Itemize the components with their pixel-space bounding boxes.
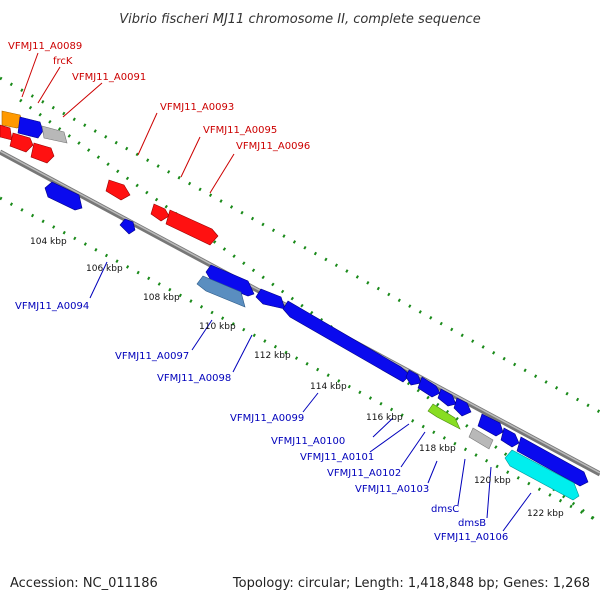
gene-frcK <box>41 125 68 144</box>
forward-leaders <box>21 52 235 194</box>
label-dmsC: dmsC <box>431 504 459 515</box>
label-VFMJ11_A0089: VFMJ11_A0089 <box>8 41 82 52</box>
label-frcK: frcK <box>53 56 73 67</box>
outer-dotted-band-1 <box>0 76 600 414</box>
gene-A0102 <box>437 388 457 407</box>
label-VFMJ11_A0099: VFMJ11_A0099 <box>230 413 304 424</box>
label-VFMJ11_A0093: VFMJ11_A0093 <box>160 102 234 113</box>
gene-A0097 <box>205 264 255 297</box>
reverse-strand-genes <box>44 181 589 501</box>
gene-A0103 <box>453 397 472 417</box>
label-VFMJ11_A0097: VFMJ11_A0097 <box>115 351 189 362</box>
gene-A0097-steel <box>196 275 246 308</box>
gene-A0101 <box>417 376 441 398</box>
forward-strand-genes <box>0 110 219 246</box>
gene-blue-120 <box>500 427 520 448</box>
label-VFMJ11_A0091: VFMJ11_A0091 <box>72 72 146 83</box>
label-VFMJ11_A0103: VFMJ11_A0103 <box>355 484 429 495</box>
gene-red-1 <box>0 124 13 141</box>
gene-blue-long <box>516 436 589 487</box>
gene-A0089 <box>17 116 44 139</box>
gene-red-2 <box>9 132 34 153</box>
label-VFMJ11_A0095: VFMJ11_A0095 <box>203 125 277 136</box>
tick-label-104: 104 kbp <box>30 237 67 247</box>
label-VFMJ11_A0094: VFMJ11_A0094 <box>15 301 89 312</box>
summary-text: Topology: circular; Length: 1,418,848 bp… <box>232 576 590 591</box>
gene-A0099 <box>282 300 411 383</box>
reverse-gene-labels: VFMJ11_A0094 VFMJ11_A0097 VFMJ11_A0098 V… <box>15 301 508 543</box>
gene-A0095 <box>150 203 170 222</box>
tick-label-116: 116 kbp <box>366 413 403 423</box>
inner-dotted-band <box>0 196 600 524</box>
gene-A0096 <box>165 209 219 246</box>
label-VFMJ11_A0096: VFMJ11_A0096 <box>236 141 310 152</box>
gene-A0094 <box>119 218 136 235</box>
scale-labels: 104 kbp 106 kbp 108 kbp 110 kbp 112 kbp … <box>30 237 564 519</box>
gene-A0098 <box>255 288 286 310</box>
tick-label-106: 106 kbp <box>86 264 123 274</box>
tick-label-112: 112 kbp <box>254 351 291 361</box>
gene-A0093 <box>105 179 131 201</box>
tick-label-114: 114 kbp <box>310 382 347 392</box>
tick-label-120: 120 kbp <box>474 476 511 486</box>
gene-green <box>427 403 461 430</box>
label-VFMJ11_A0102: VFMJ11_A0102 <box>327 468 401 479</box>
gene-A0100 <box>405 369 422 386</box>
map-title: Vibrio fischeri MJ11 chromosome II, comp… <box>119 12 480 27</box>
gene-blue-104 <box>44 181 83 211</box>
tick-label-110: 110 kbp <box>199 322 236 332</box>
forward-gene-labels: VFMJ11_A0089 frcK VFMJ11_A0091 VFMJ11_A0… <box>8 41 310 152</box>
accession-text: Accession: NC_011186 <box>10 576 158 591</box>
label-VFMJ11_A0100: VFMJ11_A0100 <box>271 436 345 447</box>
tick-label-118: 118 kbp <box>419 444 456 454</box>
label-dmsB: dmsB <box>458 518 486 529</box>
gene-red-3 <box>30 142 55 164</box>
tick-label-122: 122 kbp <box>527 509 564 519</box>
label-VFMJ11_A0101: VFMJ11_A0101 <box>300 452 374 463</box>
tick-label-108: 108 kbp <box>143 293 180 303</box>
gene-dmsB <box>477 413 504 437</box>
gene-dmsC <box>468 427 494 450</box>
label-VFMJ11_A0098: VFMJ11_A0098 <box>157 373 231 384</box>
label-VFMJ11_A0106: VFMJ11_A0106 <box>434 532 508 543</box>
reverse-leaders <box>89 261 532 532</box>
gene-A0106 <box>504 449 580 501</box>
